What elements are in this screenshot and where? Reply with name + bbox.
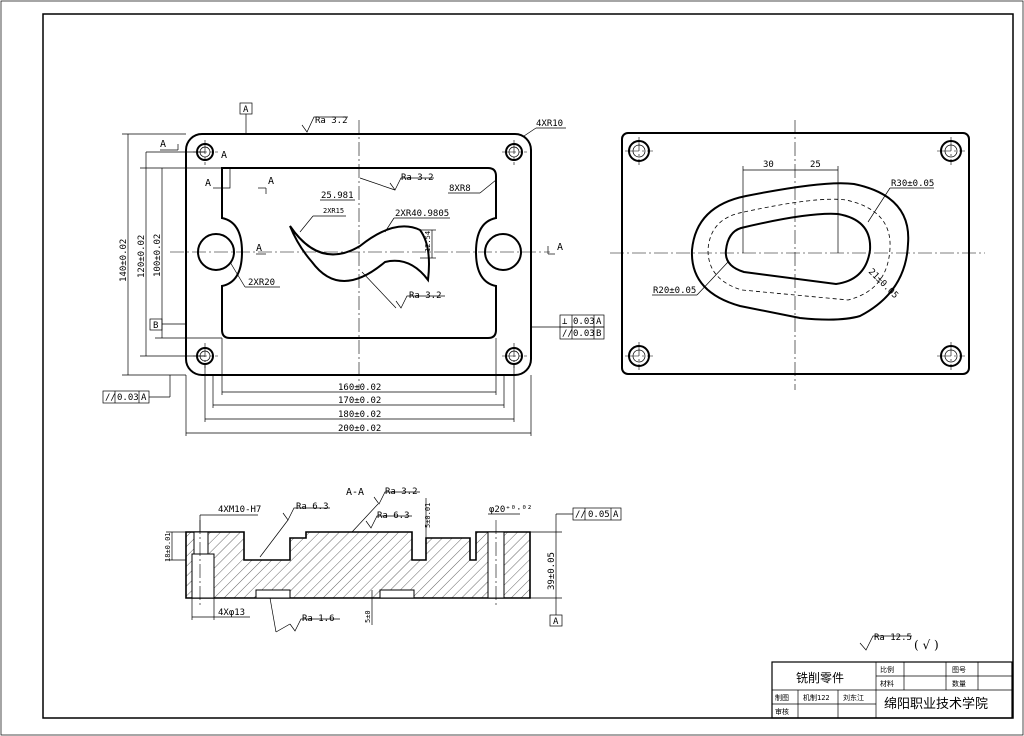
drawn-name: 机制122: [803, 693, 830, 702]
ra-6-3-a: Ra 6.3: [296, 502, 329, 512]
svg-text:A: A: [141, 393, 147, 403]
section-view: A-A 4XM10-H7 Ra 6.3 Ra 3.2 Ra 6.3 5±0.01…: [164, 487, 622, 633]
material-label: 材料: [880, 679, 894, 688]
part-name: 铣削零件: [796, 671, 844, 685]
svg-text:0.03: 0.03: [573, 317, 595, 327]
section-title: A-A: [346, 487, 364, 498]
ra-6-3-b: Ra 6.3: [377, 511, 410, 521]
bore-diameter: φ20⁺⁰·⁰²: [489, 505, 532, 515]
back-view: 30 25 R30±0.05 R20±0.05 21±0.05: [610, 120, 985, 390]
svg-text://: //: [562, 329, 573, 339]
section-mark-3: A: [205, 178, 211, 189]
title-block: 铣削零件 比例 图号 材料 数量 制图 机制122 刘东江 审核 绵阳职业技术学…: [771, 661, 1013, 719]
tolerance-parallel-b: // 0.03 B: [531, 326, 605, 340]
slot-inner: [724, 212, 872, 286]
svg-text:0.05: 0.05: [588, 510, 610, 520]
section-mark-2: A: [221, 150, 227, 161]
back-view-outline: [621, 132, 970, 375]
arc-dim-4: 12.54: [424, 231, 432, 252]
section-mark-4: A: [268, 176, 274, 187]
radius-r20: R20±0.05: [653, 286, 696, 296]
height-18: 18±0.01: [164, 532, 172, 562]
drawing-frame: [42, 13, 1014, 719]
leaf-shape: [289, 225, 430, 283]
svg-text://: //: [575, 510, 586, 520]
dim-height-100: 100±0.02: [153, 234, 163, 277]
arc-dim-3: 2XR40.9805: [395, 209, 449, 219]
corner-radius-label: 4XR10: [536, 119, 563, 129]
quantity-label: 数量: [952, 679, 966, 688]
svg-text:A: A: [613, 510, 619, 520]
side-radius-label: 2XR20: [248, 278, 275, 288]
ra-3-2-section: Ra 3.2: [385, 487, 418, 497]
datum-b-label: B: [153, 321, 158, 331]
slot-outer: [690, 182, 910, 321]
drawn-person: 刘东江: [843, 693, 864, 702]
section-datum: A: [553, 617, 559, 627]
scale-label: 比例: [880, 665, 894, 674]
top-view: A Ra 3.2 4XR10 A A A A A A Ra 3.2 8XR8 2…: [102, 102, 605, 436]
svg-text:A: A: [596, 317, 602, 327]
general-roughness-symbol: ( √ ): [914, 638, 939, 652]
svg-text:B: B: [596, 329, 601, 339]
general-roughness-value: Ra 12.5: [874, 633, 912, 643]
roughness-top-label: Ra 3.2: [315, 116, 348, 126]
ra-1-6: Ra 1.6: [302, 614, 335, 624]
dim-width-160: 160±0.02: [338, 383, 381, 393]
section-mark-5: A: [557, 242, 563, 253]
dim-width-170: 170±0.02: [338, 396, 381, 406]
arc-dim-2: 2XR15: [323, 207, 344, 215]
checked-label: 审核: [775, 707, 789, 716]
dim-height-140: 140±0.02: [119, 239, 129, 282]
thread-label: 4XM10-H7: [218, 505, 261, 515]
hole-diameter-13: 4Xφ13: [218, 608, 245, 618]
dim-width-180: 180±0.02: [338, 410, 381, 420]
datum-b-box: [149, 318, 163, 331]
dim-width-200: 200±0.02: [338, 424, 381, 434]
depth-5: 5±0.01: [424, 503, 432, 528]
roughness-inner-label: Ra 3.2: [401, 173, 434, 183]
school-name: 绵阳职业技术学院: [884, 696, 988, 712]
general-roughness: Ra 12.5 ( √ ): [859, 633, 939, 652]
tolerance-parallel-a: // 0.03 A: [102, 375, 171, 404]
slot-centerline: [707, 198, 891, 301]
slot-width-21: 21±0.05: [866, 267, 900, 301]
drawing-no-label: 图号: [952, 666, 966, 674]
svg-text:⊥: ⊥: [562, 317, 568, 327]
pocket-outline: [221, 167, 497, 339]
tolerance-perpendicular: ⊥ 0.03 A: [559, 314, 605, 328]
arc-dim-1: 25.981: [321, 191, 354, 201]
section-body: [185, 531, 531, 599]
svg-text:0.03: 0.03: [573, 329, 595, 339]
corner-holes: [196, 143, 523, 365]
depth-bottom: 5±0: [364, 610, 372, 623]
pocket-radius-label: 8XR8: [449, 184, 471, 194]
roughness-leaf-label: Ra 3.2: [409, 291, 442, 301]
svg-text:0.03: 0.03: [117, 393, 139, 403]
section-mark-1: A: [160, 139, 166, 150]
drawn-label: 制图: [775, 693, 789, 702]
datum-a-label: A: [243, 105, 249, 115]
height-39: 39±0.05: [547, 552, 557, 590]
svg-text:A: A: [256, 243, 262, 254]
svg-text://: //: [105, 393, 116, 403]
dim-25: 25: [810, 160, 821, 170]
top-view-outline: [185, 133, 532, 376]
dim-height-120: 120±0.02: [137, 235, 147, 278]
radius-r30: R30±0.05: [891, 179, 934, 189]
dim-30: 30: [763, 160, 774, 170]
